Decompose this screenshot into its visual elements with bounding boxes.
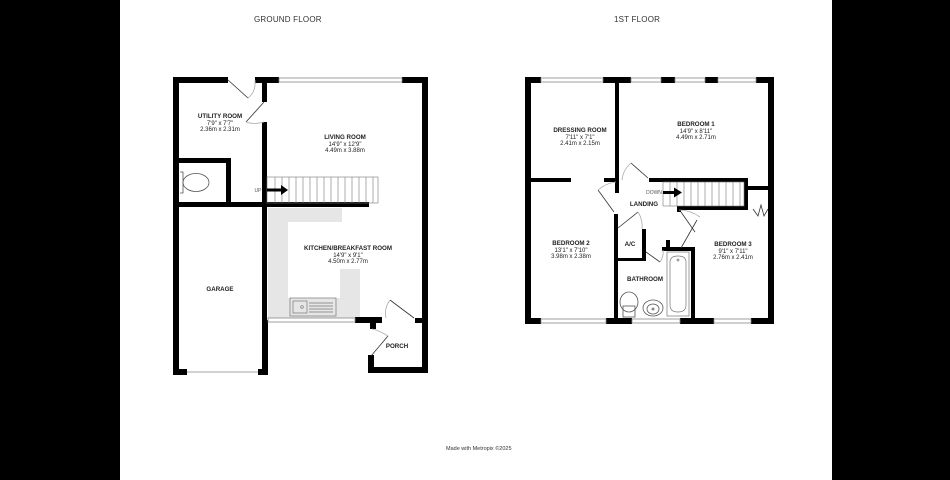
toilet-icon [180, 171, 210, 194]
bedroom-1-imperial: 14'9" x 8'11" [680, 129, 712, 135]
bedroom-3-imperial: 9'1" x 7'11" [718, 249, 747, 255]
utility-room-label: UTILITY ROOM [198, 113, 242, 120]
bedroom-3-metric: 2.76m x 2.41m [713, 255, 753, 261]
kitchen-metric: 4.50m x 2.77m [328, 259, 368, 265]
first-floor-title: 1ST FLOOR [614, 15, 661, 24]
stairs-arrow-icon [267, 185, 288, 195]
footer-credit: Made with Metropix ©2025 [446, 446, 512, 452]
ac-label: A/C [625, 241, 636, 248]
first-floor-walls [525, 77, 774, 324]
living-room-label: LIVING ROOM [324, 134, 366, 141]
dressing-room-imperial: 7'11" x 7'1" [565, 135, 594, 141]
dressing-room-label: DRESSING ROOM [553, 127, 606, 134]
bedroom-1-label: BEDROOM 1 [677, 121, 715, 128]
bedroom-2-imperial: 13'1" x 7'10" [555, 248, 588, 254]
ground-floor-walls [173, 77, 428, 375]
first-floor-doors [597, 162, 769, 263]
bedroom-1-metric: 4.49m x 2.71m [676, 135, 716, 141]
first-floor-plan: DOWN DRESSING ROOM 7'11" x 7'1" 2.41m x … [525, 77, 774, 324]
stairs-down-label: DOWN [646, 190, 662, 196]
ground-floor-plan: UP UTILITY ROOM 7'9" x 7'7" 2.36m x 2.31… [173, 77, 428, 375]
living-room-imperial: 14'9" x 12'9" [329, 142, 362, 148]
utility-room-imperial: 7'9" x 7'7" [207, 121, 233, 127]
ground-floor-windows [187, 77, 403, 373]
porch-label: PORCH [386, 343, 409, 350]
kitchen-imperial: 14'9" x 9'1" [333, 253, 363, 259]
living-room-metric: 4.49m x 3.88m [325, 148, 365, 154]
bedroom-2-label: BEDROOM 2 [552, 240, 590, 247]
ground-floor-doors [227, 79, 415, 357]
utility-room-metric: 2.36m x 2.31m [200, 127, 240, 133]
sink-icon [289, 297, 337, 317]
bedroom-3-label: BEDROOM 3 [714, 241, 752, 248]
stairs-up-label: UP [255, 188, 263, 194]
first-floor-windows [540, 77, 757, 324]
ground-floor-title: GROUND FLOOR [254, 15, 322, 24]
toilet-icon-bathroom [619, 291, 639, 318]
bedroom-2-metric: 3.98m x 2.38m [551, 254, 591, 260]
bathroom-label: BATHROOM [627, 276, 663, 283]
dressing-room-metric: 2.41m x 2.15m [560, 141, 600, 147]
basin-icon [642, 299, 664, 317]
stairs-down-arrow-icon [663, 187, 682, 198]
landing-label: LANDING [630, 201, 658, 208]
garage-label: GARAGE [206, 286, 233, 293]
kitchen-label: KITCHEN/BREAKFAST ROOM [304, 245, 392, 252]
bathtub-icon [666, 251, 690, 317]
